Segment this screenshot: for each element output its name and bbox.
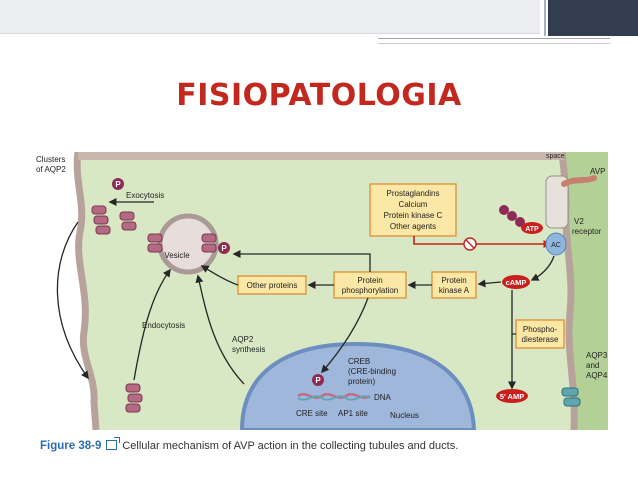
aqp2-cluster-vesicle-left xyxy=(147,233,163,253)
inhibition-icon-bar xyxy=(465,239,475,249)
v2-receptor xyxy=(545,175,569,229)
creb-label: (CRE-binding xyxy=(348,367,396,376)
atp-molecules xyxy=(499,205,525,227)
phosphate-marker-creb xyxy=(312,374,324,386)
protein-kinase-a-box xyxy=(431,271,477,299)
five-amp-badge xyxy=(496,389,528,403)
dna-label: DNA xyxy=(374,393,392,402)
pka-label: Protein xyxy=(441,276,466,285)
inhibitor-item: Other agents xyxy=(390,222,436,231)
pka-label: kinase A xyxy=(439,286,470,295)
header-separator xyxy=(544,0,546,36)
aqp2-cluster-vesicle-right xyxy=(201,233,217,253)
figure-number: Figure 38-9 xyxy=(40,440,102,452)
adenylyl-cyclase xyxy=(545,232,567,256)
phosphodiesterase-box xyxy=(515,319,565,349)
other-proteins-to-vesicle-arrow xyxy=(200,265,239,286)
phosphodiesterase-label: diesterase xyxy=(522,335,559,344)
phosphate-marker xyxy=(112,178,124,190)
avp-hormone xyxy=(561,175,597,187)
creb-label: protein) xyxy=(348,377,375,386)
figure-caption: Figure 38-9 Cellular mechanism of AVP act… xyxy=(40,437,459,452)
camp-badge xyxy=(502,275,530,289)
phosphate-marker-vesicle xyxy=(218,242,230,254)
phosphorylation-label: phosphorylation xyxy=(342,286,398,295)
vesicle-label: Vesicle xyxy=(164,251,190,260)
external-link-icon[interactable] xyxy=(106,437,121,450)
aqp2-synthesis-label: AQP2 xyxy=(232,335,254,344)
apical-membrane xyxy=(73,152,100,430)
avp-mechanism-figure: Vesicle P P P Prostaglandins Cal xyxy=(34,152,608,430)
aqp2-synthesis-label: synthesis xyxy=(232,345,265,354)
ac-label: AC xyxy=(551,242,561,249)
five-amp-label: 5' AMP xyxy=(500,392,524,401)
cre-site-label: CRE site xyxy=(296,409,328,418)
caption-text: Cellular mechanism of AVP action in the … xyxy=(122,440,459,452)
aqp34-label: and xyxy=(586,361,599,370)
other-proteins-label: Other proteins xyxy=(247,281,298,290)
exocytosis-label: Exocytosis xyxy=(126,191,164,200)
aqp2-cluster-cytoplasm xyxy=(119,211,137,231)
aqp34-label: AQP3 xyxy=(586,351,608,360)
nucleus-label: Nucleus xyxy=(390,411,419,420)
phosphodiesterase-label: Phospho- xyxy=(523,325,558,334)
cycle-arrow-down xyxy=(56,221,89,380)
header-light-band xyxy=(0,0,540,34)
aqp3-aqp4-channels xyxy=(561,387,581,407)
endocytosis-label: Endocytosis xyxy=(142,321,185,330)
creb-label: CREB xyxy=(348,357,370,366)
avp-label: AVP xyxy=(590,167,605,176)
atp-badge xyxy=(521,222,543,234)
header-dark-block xyxy=(548,0,638,36)
receptor-label: receptor xyxy=(572,227,602,236)
camp-to-pka-arrow xyxy=(477,279,502,288)
space-label: space xyxy=(546,153,565,160)
dna-strand xyxy=(297,393,371,399)
phosphorylation-to-vesicle-arrow xyxy=(232,250,371,272)
header-rule xyxy=(378,38,610,44)
phosphate-label-vesicle: P xyxy=(221,244,227,253)
ac-to-camp-arrow xyxy=(530,255,555,281)
phosphate-label-creb: P xyxy=(315,376,321,385)
clusters-label: of AQP2 xyxy=(36,165,66,174)
atp-label: ATP xyxy=(525,226,539,233)
inhibition-arrow xyxy=(413,236,552,248)
nucleus xyxy=(239,341,477,430)
aqp34-label: AQP4 xyxy=(586,371,608,380)
phosphate-label: P xyxy=(115,180,121,189)
dna-strand-2 xyxy=(297,395,371,401)
aqp2-cluster-apical xyxy=(91,205,111,235)
endocytosis-arrow xyxy=(133,268,171,381)
inhibitors-box xyxy=(369,183,457,237)
ap1-site-label: AP1 site xyxy=(338,409,368,418)
inhibitor-item: Calcium xyxy=(399,200,428,209)
phosphorylation-label: Protein xyxy=(357,276,382,285)
synthesis-arrow xyxy=(195,274,245,385)
inhibitor-item: Prostaglandins xyxy=(387,189,440,198)
clusters-label: Clusters xyxy=(36,155,65,164)
aqp2-cluster-endocytosis xyxy=(125,383,143,413)
slide-title: FISIOPATOLOGIA xyxy=(176,78,462,113)
phosphorylation-to-creb-arrow xyxy=(321,297,369,374)
top-membrane xyxy=(78,152,564,160)
camp-label: cAMP xyxy=(506,278,527,287)
inhibitor-item: Protein kinase C xyxy=(384,211,443,220)
v2-label: V2 xyxy=(574,217,584,226)
header-band xyxy=(0,0,638,40)
